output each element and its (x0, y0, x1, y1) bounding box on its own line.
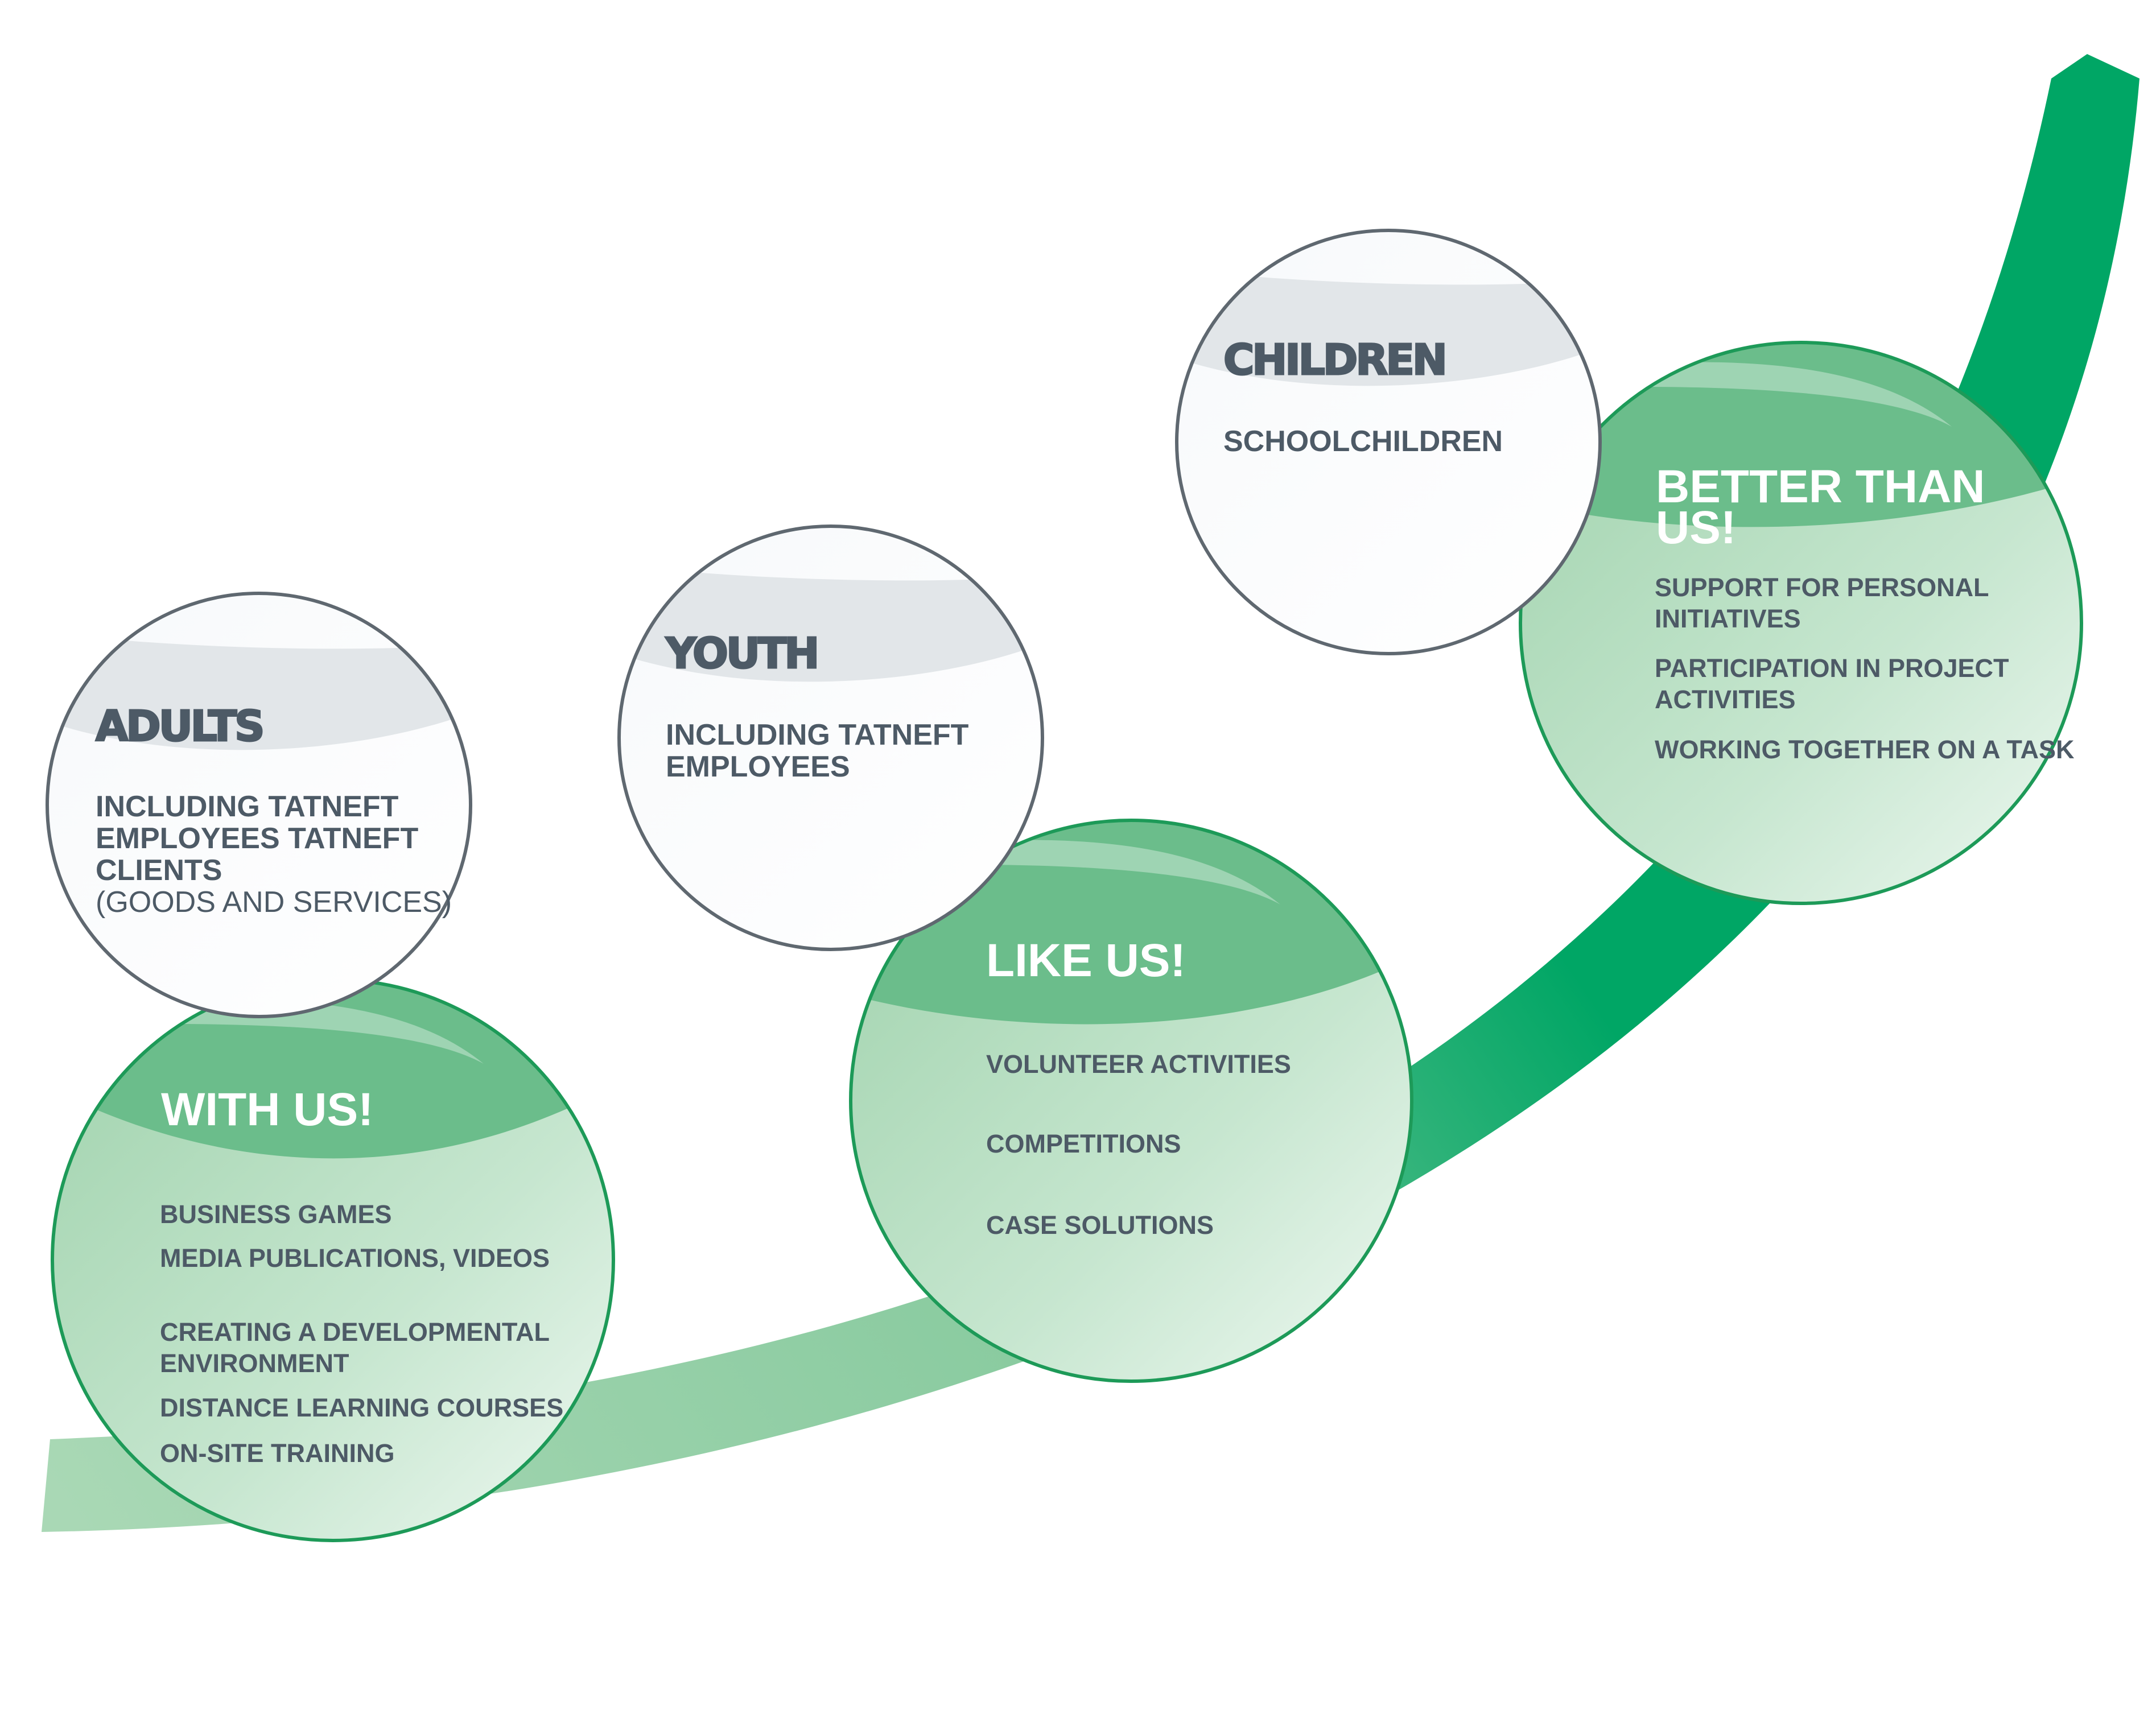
audience-ball-adults (46, 592, 472, 1018)
audience-title-children: CHILDREN (1223, 336, 1449, 385)
stage-title-better-than-us: BETTER THAN US! (1656, 461, 1985, 554)
stage-title-with-us: WITH US! (161, 1084, 374, 1135)
audience-desc-adults: INCLUDING TATNEFT EMPLOYEES TATNEFT CLIE… (96, 791, 452, 918)
stage-item: CREATING A DEVELOPMENTAL (160, 1317, 550, 1347)
audience-line: EMPLOYEES (666, 750, 850, 783)
stage-item: MEDIA PUBLICATIONS, VIDEOS (160, 1244, 550, 1273)
audience-line: INCLUDING TATNEFT (666, 718, 969, 751)
stage-item: ENVIRONMENT (160, 1349, 349, 1378)
stage-item: INITIATIVES (1655, 604, 1801, 633)
stage-item: ON-SITE TRAINING (160, 1439, 395, 1468)
stage-item: SUPPORT FOR PERSONAL (1655, 573, 1989, 602)
stage-ball-like-us (849, 819, 1413, 1383)
stage-item: COMPETITIONS (986, 1129, 1181, 1158)
stage-title-like-us: LIKE US! (986, 935, 1186, 986)
audience-line: EMPLOYEES TATNEFT (96, 822, 419, 855)
stage-item: DISTANCE LEARNING COURSES (160, 1393, 564, 1422)
audience-line: SCHOOLCHILDREN (1223, 425, 1503, 458)
audience-ball-children (1175, 229, 1602, 655)
stage-item: ACTIVITIES (1655, 685, 1796, 714)
stage-item: WORKING TOGETHER ON A TASK (1655, 735, 2075, 764)
audience-line: INCLUDING TATNEFT (96, 790, 399, 823)
audience-desc-youth: INCLUDING TATNEFT EMPLOYEES (666, 719, 968, 783)
stage-item: BUSINESS GAMES (160, 1200, 392, 1229)
stage-item: PARTICIPATION IN PROJECT (1655, 654, 2009, 683)
stage-item: CASE SOLUTIONS (986, 1211, 1214, 1240)
audience-note: (GOODS AND SERVICES) (96, 886, 452, 919)
audience-ball-youth (617, 524, 1044, 951)
stage-title-line: BETTER THAN (1656, 461, 1985, 513)
stage-item: VOLUNTEER ACTIVITIES (986, 1050, 1291, 1079)
stage-title-line: US! (1656, 502, 1737, 554)
audience-desc-children: SCHOOLCHILDREN (1223, 426, 1503, 457)
audience-line: CLIENTS (96, 854, 222, 887)
audience-title-adults: ADULTS (94, 702, 265, 751)
audience-title-youth: YOUTH (665, 629, 820, 678)
